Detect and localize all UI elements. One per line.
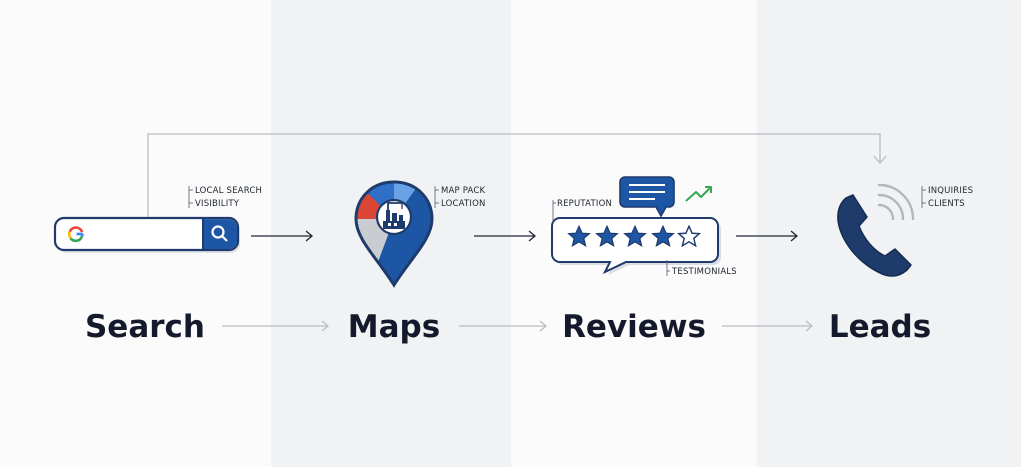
leads-annotations: INQUIRIES CLIENTS: [921, 186, 973, 209]
feedback-connector: [147, 133, 887, 218]
arrow-right-icon: [305, 230, 314, 242]
annotation-clients: CLIENTS: [928, 199, 965, 209]
search-annotations: LOCAL SEARCH VISIBILITY: [188, 186, 262, 209]
review-stars-icon: [551, 176, 721, 275]
map-pin-icon: [354, 180, 434, 288]
arrow-right-icon: [539, 320, 548, 332]
storefront-icon: [383, 202, 405, 229]
stage-titles: Search Maps Reviews Leads: [85, 309, 931, 345]
chat-bubble-icon: [619, 176, 675, 218]
arrow-right-icon: [805, 320, 814, 332]
reviews-annotations: REPUTATION TESTIMONIALS: [552, 199, 737, 277]
stage-title-reviews: Reviews: [562, 309, 706, 345]
arrow-right-icon: [528, 230, 537, 242]
arrow-right-icon: [321, 320, 330, 332]
arrowhead-icon: [873, 155, 887, 164]
growth-arrow-icon: [685, 186, 712, 202]
phone-icon: [837, 194, 912, 277]
maps-annotations: MAP PACK LOCATION: [434, 186, 486, 209]
annotation-map-pack: MAP PACK: [441, 186, 486, 196]
google-g-icon: [67, 226, 84, 243]
stage-band-leads: [757, 0, 1021, 467]
stage-title-maps: Maps: [348, 309, 440, 345]
annotation-testimonials: TESTIMONIALS: [671, 267, 737, 277]
signal-waves-icon: [877, 183, 915, 221]
magnifier-icon: [211, 225, 228, 242]
icon-row-arrows: [251, 230, 799, 242]
stage-title-leads: Leads: [829, 309, 931, 345]
arrow-right-icon: [790, 230, 799, 242]
stage-title-search: Search: [85, 309, 205, 345]
annotation-visibility: VISIBILITY: [195, 199, 240, 209]
annotation-local-search: LOCAL SEARCH: [195, 186, 262, 196]
annotation-inquiries: INQUIRIES: [928, 186, 973, 196]
annotation-reputation: REPUTATION: [557, 199, 612, 209]
title-row-arrows: [222, 320, 814, 332]
annotation-location: LOCATION: [441, 199, 486, 209]
search-bar-icon: [53, 216, 240, 253]
